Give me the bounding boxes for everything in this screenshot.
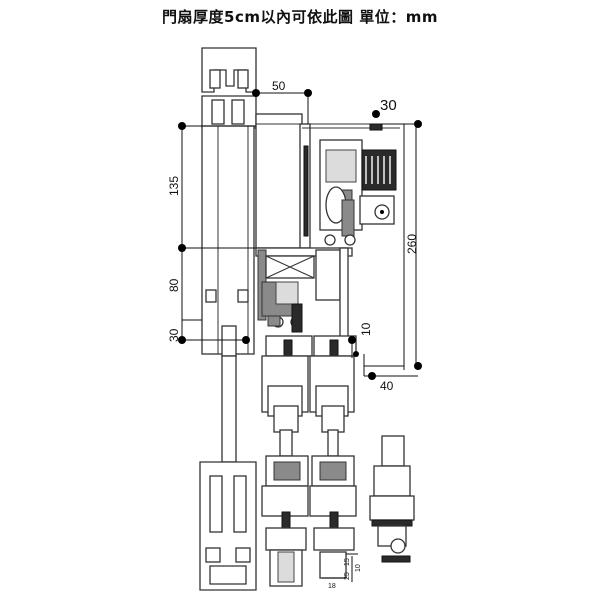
dim-25-label: 25 — [344, 572, 351, 580]
bottom-guide-profile — [369, 435, 415, 563]
dim-80-label: 80 — [167, 278, 181, 292]
left-frame-profile — [199, 47, 257, 591]
dim-30-left-label: 30 — [167, 328, 181, 342]
dim-18-label: 18 — [328, 583, 336, 590]
dim-10-label: 10 — [359, 322, 373, 336]
dim-260-label: 260 — [405, 234, 419, 254]
dim-10-small-label: 10 — [355, 564, 362, 572]
dim-50-label: 50 — [272, 79, 286, 93]
carriage-right — [309, 335, 357, 579]
carriage-left — [261, 335, 313, 587]
dim-15-label: 15 — [344, 558, 351, 566]
track-body — [255, 113, 410, 339]
motor-assembly — [303, 139, 397, 246]
dim-40-label: 40 — [380, 379, 394, 393]
dimension-dots — [178, 89, 422, 380]
drawing-title: 門扇厚度5cm以內可依此圖 單位：mm — [162, 8, 438, 26]
dimension-lines — [181, 92, 418, 582]
dim-30-top-label: 30 — [380, 97, 397, 114]
dim-135-label: 135 — [167, 176, 181, 196]
